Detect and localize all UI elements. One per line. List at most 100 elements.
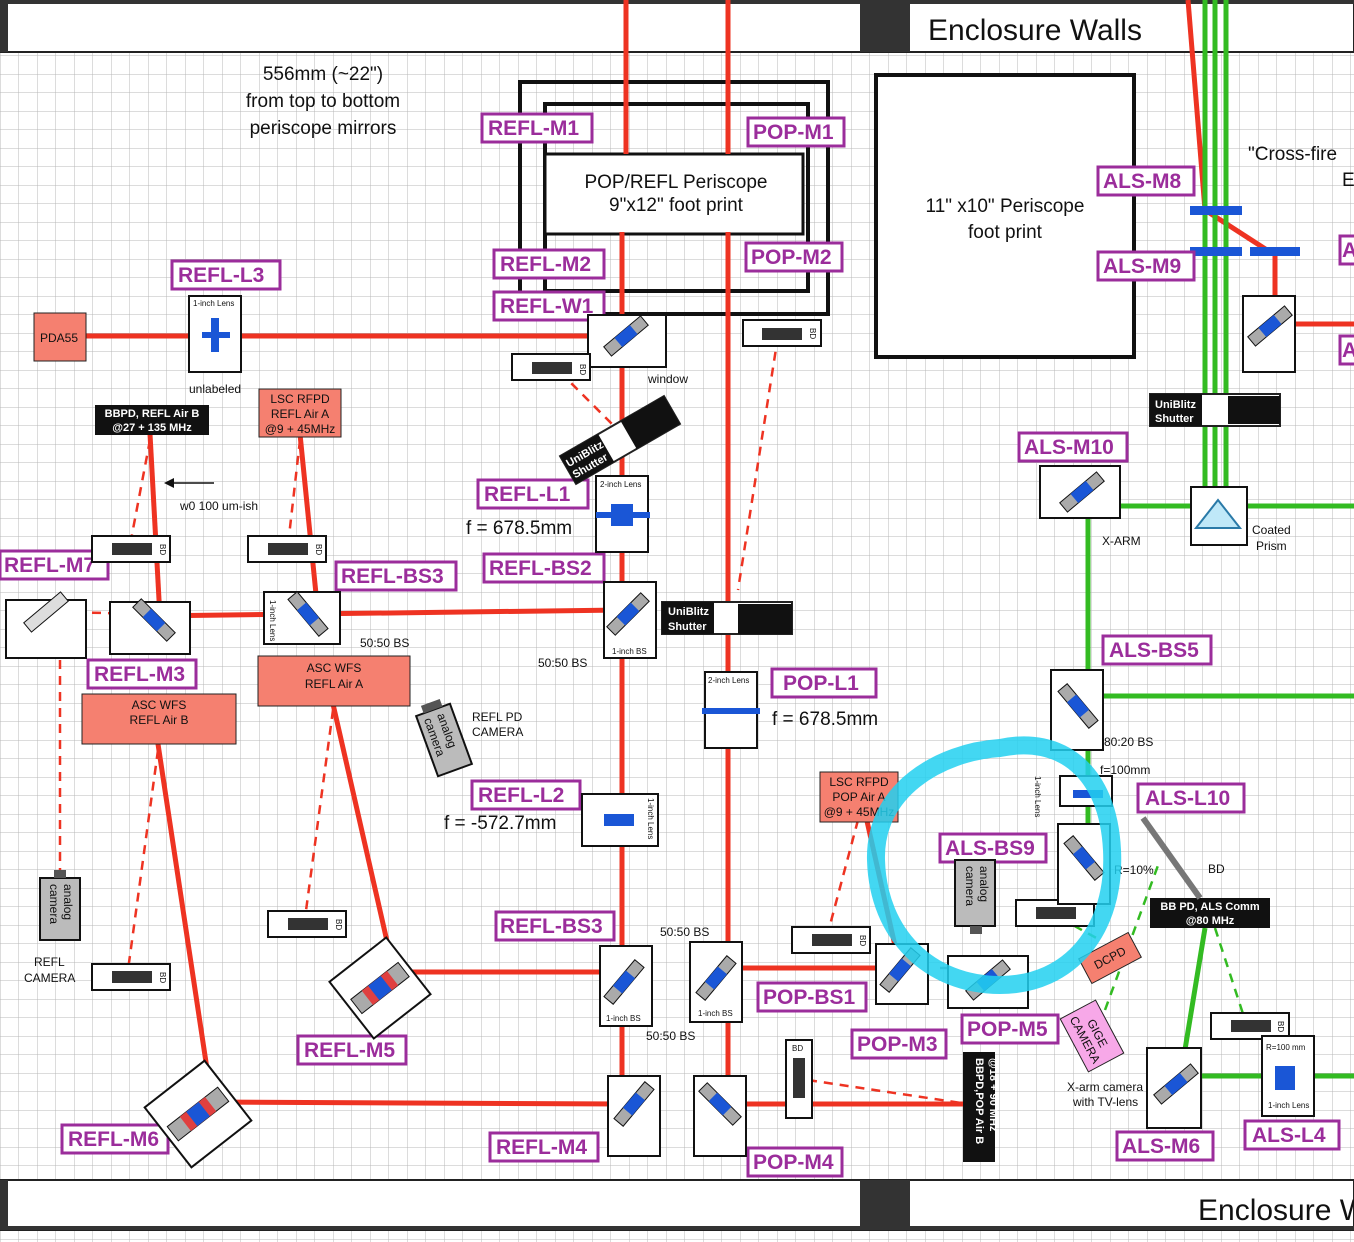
tag-als-bs9: ALS-BS9 [945, 837, 1035, 860]
svg-text:UniBlitz: UniBlitz [668, 606, 709, 618]
tag-pop-m4: POP-M4 [753, 1151, 834, 1174]
tag-refl-l2: REFL-L2 [478, 784, 564, 807]
svg-text:R=10%: R=10% [1114, 863, 1154, 877]
tag-als-m6: ALS-M6 [1122, 1135, 1200, 1158]
crossfire-note: "Cross-fire E [1248, 144, 1354, 191]
tag-pop-m2: POP-M2 [751, 246, 832, 269]
focal-pop-l1: f = 678.5mm [772, 709, 878, 730]
svg-text:X-arm camera: X-arm camera [1067, 1080, 1143, 1094]
annotations: unlabeled window w0 100 um-ish 50:50 BS … [24, 372, 1291, 1109]
svg-text:with TV-lens: with TV-lens [1072, 1095, 1138, 1109]
svg-text:"Cross-fire: "Cross-fire [1248, 144, 1337, 165]
svg-text:1-inch Lens: 1-inch Lens [268, 600, 277, 641]
tag-refl-l3: REFL-L3 [178, 264, 264, 287]
bbpd-als-box: BB PD, ALS Comm @80 MHz [1150, 898, 1270, 928]
svg-text:@80 MHz: @80 MHz [1186, 915, 1235, 927]
svg-text:BBPD, REFL Air B: BBPD, REFL Air B [105, 408, 200, 420]
uniblitz-shutter-refl-bs2: UniBlitz Shutter [661, 601, 793, 635]
tag-pop-m3: POP-M3 [857, 1033, 938, 1056]
svg-text:UniBlitz: UniBlitz [1155, 399, 1196, 411]
uniblitz-shutter-als: UniBlitz Shutter [1149, 393, 1281, 427]
svg-text:1-inch Lens: 1-inch Lens [1268, 1101, 1309, 1110]
svg-text:POP Air A: POP Air A [832, 790, 885, 804]
tag-refl-bs2: REFL-BS2 [489, 557, 592, 580]
svg-text:REFL PD: REFL PD [472, 710, 523, 724]
optic-tags [0, 112, 1354, 1178]
svg-text:REFL Air A: REFL Air A [305, 677, 363, 691]
svg-text:@27 + 135 MHz: @27 + 135 MHz [112, 422, 192, 434]
svg-text:LSC RFPD: LSC RFPD [829, 775, 889, 789]
svg-text:ASC WFS: ASC WFS [132, 698, 187, 712]
periscope-note: 556mm (~22") from top to bottom periscop… [246, 64, 400, 139]
svg-text:w0 100 um-ish: w0 100 um-ish [179, 499, 258, 513]
tag-als-m8: ALS-M8 [1103, 170, 1181, 193]
svg-text:BD: BD [158, 544, 167, 555]
als-periscope: 11" x10" Periscope foot print [874, 73, 1136, 359]
tag-refl-l1: REFL-L1 [484, 483, 571, 506]
svg-text:BB PD, ALS Comm: BB PD, ALS Comm [1160, 901, 1259, 913]
svg-text:camera: camera [963, 866, 977, 906]
svg-text:50:50 BS: 50:50 BS [660, 925, 709, 939]
tag-als-bs5: ALS-BS5 [1109, 639, 1199, 662]
bbpd-refl-box: BBPD, REFL Air B @27 + 135 MHz [95, 405, 209, 435]
tag-refl-m6: REFL-M6 [68, 1128, 159, 1151]
svg-text:BD: BD [858, 935, 867, 946]
refl-pd-analog-camera: analog camera [414, 698, 474, 778]
svg-text:2-inch Lens: 2-inch Lens [600, 480, 641, 489]
svg-text:Coated: Coated [1252, 523, 1291, 537]
tag-refl-m3: REFL-M3 [94, 663, 185, 686]
enclosure-wall-top: Enclosure Walls [0, 0, 1354, 53]
uniblitz-shutter-refl-w1: UniBlitz Shutter [558, 394, 682, 486]
asc-wfs-b-box: ASC WFS REFL Air B [81, 693, 237, 745]
svg-text:window: window [647, 372, 688, 386]
svg-text:2-inch Lens: 2-inch Lens [708, 676, 749, 685]
tag-pop-l1: POP-L1 [783, 672, 859, 695]
tag-als-m9: ALS-M9 [1103, 255, 1181, 278]
pda55-box: PDA55 [33, 312, 87, 362]
tag-refl-m7: REFL-M7 [4, 554, 95, 577]
refl-beam-path [58, 0, 1354, 1107]
svg-text:BD: BD [314, 544, 323, 555]
svg-text:Prism: Prism [1256, 539, 1287, 553]
optic-tag-texts: REFL-M1 POP-M1 REFL-M2 POP-M2 REFL-W1 RE… [4, 117, 1354, 1174]
svg-text:CAMERA: CAMERA [472, 725, 523, 739]
tag-pop-bs1: POP-BS1 [763, 986, 856, 1009]
gige-camera-box: GIGE CAMERA [1059, 999, 1125, 1073]
tag-refl-m4: REFL-M4 [496, 1136, 587, 1159]
svg-text:analog: analog [977, 866, 991, 902]
svg-text:REFL Air A: REFL Air A [271, 407, 329, 421]
tag-refl-bs3-a: REFL-BS3 [341, 565, 444, 588]
svg-text:REFL Air B: REFL Air B [130, 713, 189, 727]
svg-text:analog: analog [61, 884, 75, 920]
svg-text:1-inch Lens: 1-inch Lens [646, 798, 655, 839]
svg-text:50:50 BS: 50:50 BS [646, 1029, 695, 1043]
tag-refl-m1: REFL-M1 [488, 117, 579, 140]
svg-text:1-inch Lens: 1-inch Lens [1033, 776, 1042, 817]
svg-text:Shutter: Shutter [1155, 413, 1194, 425]
tag-als-l10: ALS-L10 [1145, 787, 1230, 810]
svg-text:@9 + 45MHz: @9 + 45MHz [265, 422, 336, 436]
svg-text:periscope mirrors: periscope mirrors [250, 118, 397, 139]
svg-text:CAMERA: CAMERA [24, 971, 75, 985]
svg-text:BD: BD [808, 328, 817, 339]
tag-als-l4: ALS-L4 [1252, 1124, 1326, 1147]
tag-edge-a1: A [1342, 239, 1354, 262]
als-bs9-analog-camera: analog camera [954, 859, 996, 934]
asc-wfs-a-box: ASC WFS REFL Air A [257, 655, 411, 707]
dcpd-box: DCPD [1078, 931, 1142, 985]
tag-pop-m1: POP-M1 [753, 121, 834, 144]
optic-mini-labels: 1-inch Lens 2-inch Lens 2-inch Lens 1-in… [158, 299, 1309, 1110]
highlight-circle [866, 736, 1122, 995]
svg-text:PDA55: PDA55 [40, 331, 78, 345]
svg-text:f=100mm: f=100mm [1100, 763, 1150, 777]
svg-text:50:50 BS: 50:50 BS [360, 636, 409, 650]
tag-pop-m5: POP-M5 [967, 1018, 1048, 1041]
svg-text:50:50 BS: 50:50 BS [538, 656, 587, 670]
coated-prism-icon [1193, 498, 1243, 529]
enclosure-wall-bottom: Enclosure W [0, 1179, 1354, 1231]
tag-als-m10: ALS-M10 [1024, 436, 1114, 459]
tag-refl-w1: REFL-W1 [500, 295, 594, 318]
tag-refl-bs3-b: REFL-BS3 [500, 915, 603, 938]
svg-text:from top to bottom: from top to bottom [246, 91, 400, 112]
